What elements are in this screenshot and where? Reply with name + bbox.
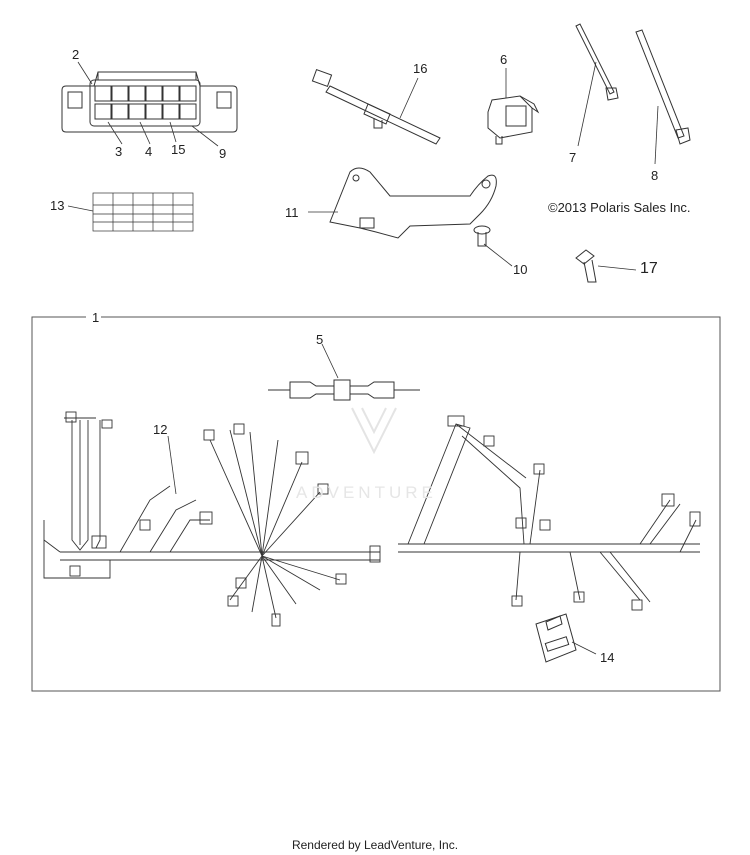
connector-part-2	[61, 71, 238, 133]
callout-2: 2	[72, 47, 80, 62]
footer-credit: Rendered by LeadVenture, Inc.	[291, 838, 459, 852]
module-part-14	[535, 613, 597, 663]
callout-9: 9	[219, 146, 227, 161]
decal-part-13	[67, 192, 194, 232]
callout-3: 3	[115, 144, 123, 159]
push-pin-part-10	[473, 225, 513, 267]
rod-part-7	[575, 23, 619, 147]
watermark-logo	[351, 407, 397, 455]
callout-7: 7	[569, 150, 577, 165]
inline-fuse-part-5	[268, 343, 420, 401]
callout-6: 6	[500, 52, 508, 67]
callout-16: 16	[413, 61, 428, 76]
callout-12: 12	[153, 422, 168, 437]
harness-frame	[31, 316, 721, 692]
leaders-part-2	[77, 61, 219, 147]
callout-8: 8	[651, 168, 659, 183]
callout-5: 5	[316, 332, 324, 347]
callout-14: 14	[600, 650, 615, 665]
watermark-text: ADVENTURE	[296, 483, 437, 502]
screw-part-17	[575, 249, 637, 283]
callout-11: 11	[285, 205, 299, 220]
callout-1: 1	[90, 310, 102, 325]
rod-part-8	[635, 29, 691, 165]
cable-tie-part-16	[311, 68, 441, 145]
main-harness-right	[398, 415, 701, 611]
callout-15: 15	[171, 142, 186, 157]
connector-part-6	[487, 68, 540, 145]
callout-4: 4	[145, 144, 153, 159]
callout-13: 13	[50, 198, 65, 213]
copyright-notice: ©2013 Polaris Sales Inc.	[548, 200, 691, 215]
bracket-part-11	[308, 167, 497, 239]
callout-10: 10	[513, 262, 528, 277]
callout-17: 17	[640, 260, 658, 277]
main-harness-left	[43, 411, 381, 627]
